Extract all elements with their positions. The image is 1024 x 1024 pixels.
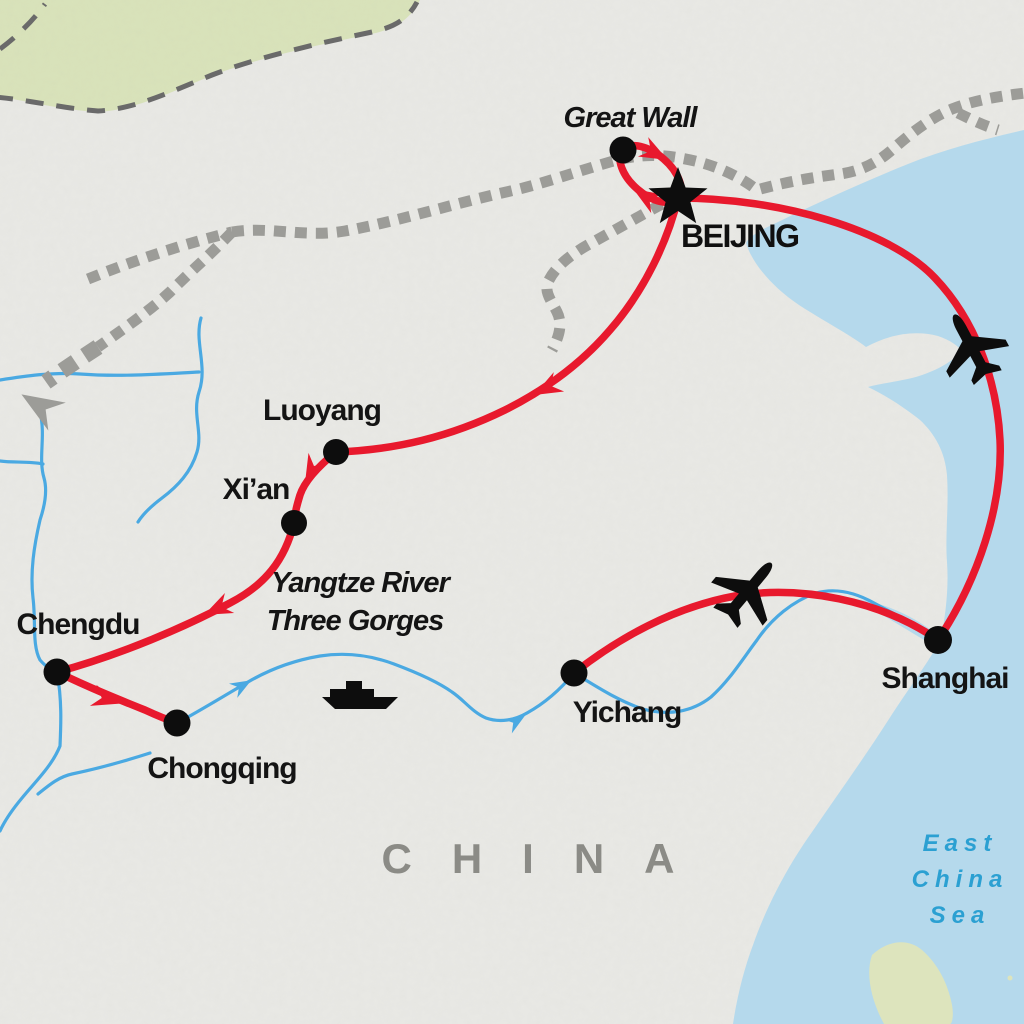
- luoyang-label: Luoyang: [263, 394, 381, 427]
- small-island: [1007, 975, 1013, 981]
- city-dot-great-wall: [609, 136, 637, 164]
- city-dot-xian: [281, 510, 307, 536]
- yichang-label: Yichang: [573, 696, 682, 729]
- great-wall-label: Great Wall: [564, 102, 699, 134]
- river-west-branch: [0, 370, 201, 382]
- river-north-west: [136, 316, 204, 524]
- city-dot-chengdu: [43, 658, 71, 686]
- chengdu-label: Chengdu: [17, 608, 140, 641]
- border-north: [0, 0, 420, 114]
- great-wall-main: [231, 87, 1024, 239]
- route-yichang-shanghai-flight: [570, 588, 942, 677]
- star-marker-icon-beijing: [648, 167, 708, 224]
- route-beijing-luoyang: [332, 194, 682, 456]
- city-dot-chongqing: [163, 709, 191, 737]
- yangtze-river-label: Yangtze River: [271, 567, 451, 599]
- chongqing-label: Chongqing: [147, 752, 296, 785]
- ship-icon: [322, 681, 398, 709]
- china-country-label: CHINA: [382, 835, 715, 882]
- city-dot-yichang: [560, 659, 588, 687]
- east-china-sea-label-line3: Sea: [930, 902, 991, 929]
- map-labels: Great Wall BEIJING Luoyang Xi’an Chengdu…: [17, 102, 1010, 929]
- great-wall-dashed-line: [12, 87, 1024, 431]
- shanghai-label: Shanghai: [881, 662, 1008, 695]
- east-china-sea-label-line1: East: [923, 830, 998, 857]
- sea-area: [733, 130, 1024, 1024]
- river-left-edge-branch: [0, 459, 45, 466]
- yangtze-lower-section: [572, 589, 939, 714]
- great-wall-west-upper: [85, 226, 234, 285]
- international-border-dashed-line: [0, 0, 420, 114]
- taiwan-island: [869, 942, 953, 1024]
- city-markers: [43, 136, 952, 737]
- city-dot-luoyang: [323, 439, 349, 465]
- great-wall-northeast-fork: [955, 108, 1000, 136]
- great-wall-west-descent: [94, 228, 236, 352]
- route-xian-chengdu: [53, 519, 298, 676]
- border-corner-stub: [0, 2, 48, 51]
- great-wall-central-branch: [541, 199, 665, 353]
- river-chengdu-south: [0, 670, 63, 833]
- river-chengdu-north: [30, 410, 59, 674]
- east-china-sea-label-line2: China: [912, 866, 1009, 893]
- three-gorges-label: Three Gorges: [267, 605, 444, 637]
- rivers: [0, 316, 939, 833]
- city-dot-shanghai: [924, 626, 952, 654]
- river-chongqing-branch: [36, 751, 152, 796]
- xian-label: Xi’an: [223, 473, 290, 506]
- great-wall-west-end: [41, 340, 103, 389]
- beijing-label: BEIJING: [681, 218, 799, 254]
